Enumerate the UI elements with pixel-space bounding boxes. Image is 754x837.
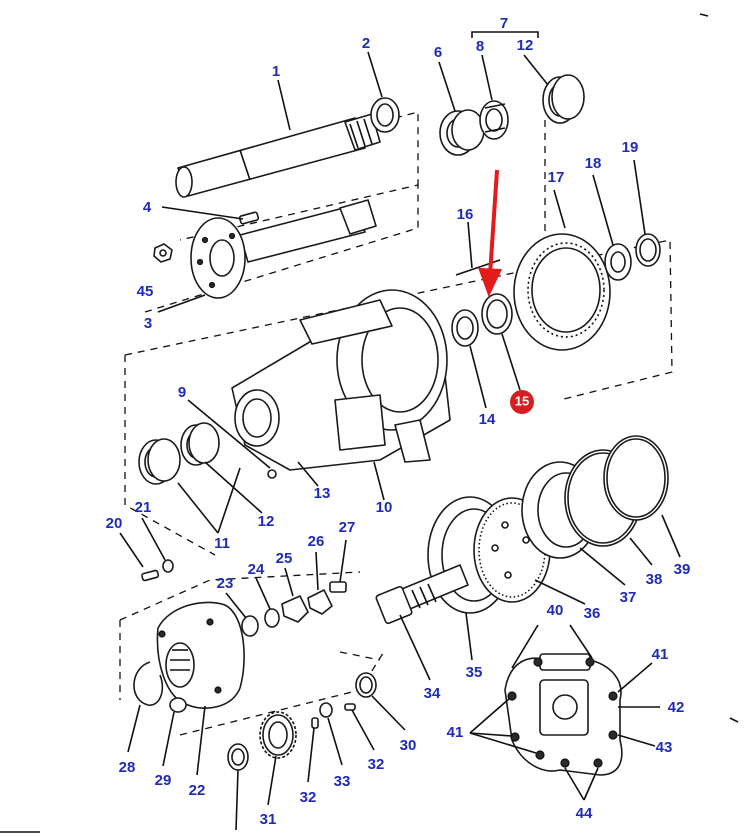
bearing-cup-11 — [138, 438, 181, 485]
callout-19: 19 — [622, 139, 639, 156]
callout-21: 21 — [135, 499, 152, 516]
callout-30: 30 — [400, 737, 417, 754]
bolt-20 — [141, 569, 160, 582]
callout-42: 42 — [668, 699, 685, 716]
callout-22: 22 — [189, 782, 206, 799]
circlip-19 — [635, 233, 661, 267]
o-ring-39 — [603, 435, 669, 521]
callout-41-left: 41 — [447, 724, 464, 741]
highlight-arrow — [478, 169, 503, 298]
callout-41-right: 41 — [652, 646, 669, 663]
splined-shaft-34 — [375, 564, 469, 625]
main-shaft — [175, 113, 381, 198]
callout-23: 23 — [217, 575, 234, 592]
ring-31 — [227, 743, 249, 771]
pump-housing-22 — [156, 601, 245, 709]
bush-29 — [169, 697, 187, 713]
callout-3: 3 — [144, 315, 152, 332]
callout-16: 16 — [457, 206, 474, 223]
gear-31 — [259, 711, 297, 759]
bearing-18 — [604, 243, 632, 281]
callout-17: 17 — [548, 169, 565, 186]
callout-6: 6 — [434, 44, 442, 61]
callout-4: 4 — [143, 199, 152, 216]
small-bolt-4 — [238, 211, 260, 225]
pin-32b — [344, 703, 356, 711]
seal-15 — [481, 293, 513, 335]
callout-labels: 1 2 3 4 45 6 7 8 12 17 18 19 16 14 9 13 … — [106, 15, 691, 828]
highlight-badge-15: 15 — [510, 390, 534, 414]
callout-20: 20 — [106, 515, 123, 532]
callout-32-left: 32 — [300, 789, 317, 806]
callout-13: 13 — [314, 485, 331, 502]
bearing-cup-12-left — [180, 422, 220, 466]
callout-10: 10 — [376, 499, 393, 516]
callout-32-right: 32 — [368, 756, 385, 773]
washer-24 — [264, 608, 280, 628]
washer-21 — [162, 559, 174, 573]
callout-2: 2 — [362, 35, 370, 52]
callout-25: 25 — [276, 550, 293, 567]
axle-housing-13 — [231, 289, 451, 471]
callout-43: 43 — [656, 739, 673, 756]
callout-27: 27 — [339, 519, 356, 536]
callout-24: 24 — [248, 561, 265, 578]
callout-7: 7 — [500, 15, 508, 32]
corner-marks — [0, 13, 739, 833]
callout-37: 37 — [620, 589, 637, 606]
pin-32a — [311, 717, 319, 729]
callout-38: 38 — [646, 571, 663, 588]
lock-plate-26 — [307, 589, 333, 615]
callout-28: 28 — [119, 759, 136, 776]
planet-carrier-40 — [504, 653, 623, 776]
ring-gear-17 — [513, 233, 611, 351]
callout-14: 14 — [479, 411, 496, 428]
bearing-6 — [439, 109, 485, 156]
bearing-8 — [479, 100, 509, 140]
callout-1: 1 — [272, 63, 280, 80]
callout-31: 31 — [260, 811, 277, 828]
washer-23 — [241, 615, 259, 637]
callout-33: 33 — [334, 773, 351, 790]
callout-35: 35 — [466, 664, 483, 681]
washer-30 — [355, 672, 377, 698]
svg-text:15: 15 — [515, 393, 529, 408]
nut-45 — [153, 243, 173, 263]
callout-45: 45 — [137, 283, 154, 300]
bolt-27 — [329, 581, 347, 593]
callout-36: 36 — [584, 605, 601, 622]
screw-9 — [267, 469, 277, 479]
seal-ring-2 — [370, 97, 400, 133]
circlip-28 — [133, 661, 164, 706]
callout-11: 11 — [214, 535, 230, 552]
callout-29: 29 — [155, 772, 172, 789]
callout-39: 39 — [674, 561, 691, 578]
callout-40: 40 — [547, 602, 564, 619]
callout-44: 44 — [576, 805, 593, 822]
callout-12-top: 12 — [517, 37, 534, 54]
axle-flange-shaft — [190, 199, 377, 299]
leader-lines — [119, 31, 681, 831]
callout-26: 26 — [308, 533, 325, 550]
callout-8: 8 — [476, 38, 484, 55]
bearing-cup-12-top — [542, 74, 585, 124]
lock-plate-25 — [281, 595, 309, 623]
callout-9: 9 — [178, 384, 186, 401]
callout-12-left: 12 — [258, 513, 275, 530]
bearing-14 — [451, 309, 479, 347]
washer-33 — [319, 702, 333, 718]
callout-34: 34 — [424, 685, 441, 702]
callout-18: 18 — [585, 155, 602, 172]
